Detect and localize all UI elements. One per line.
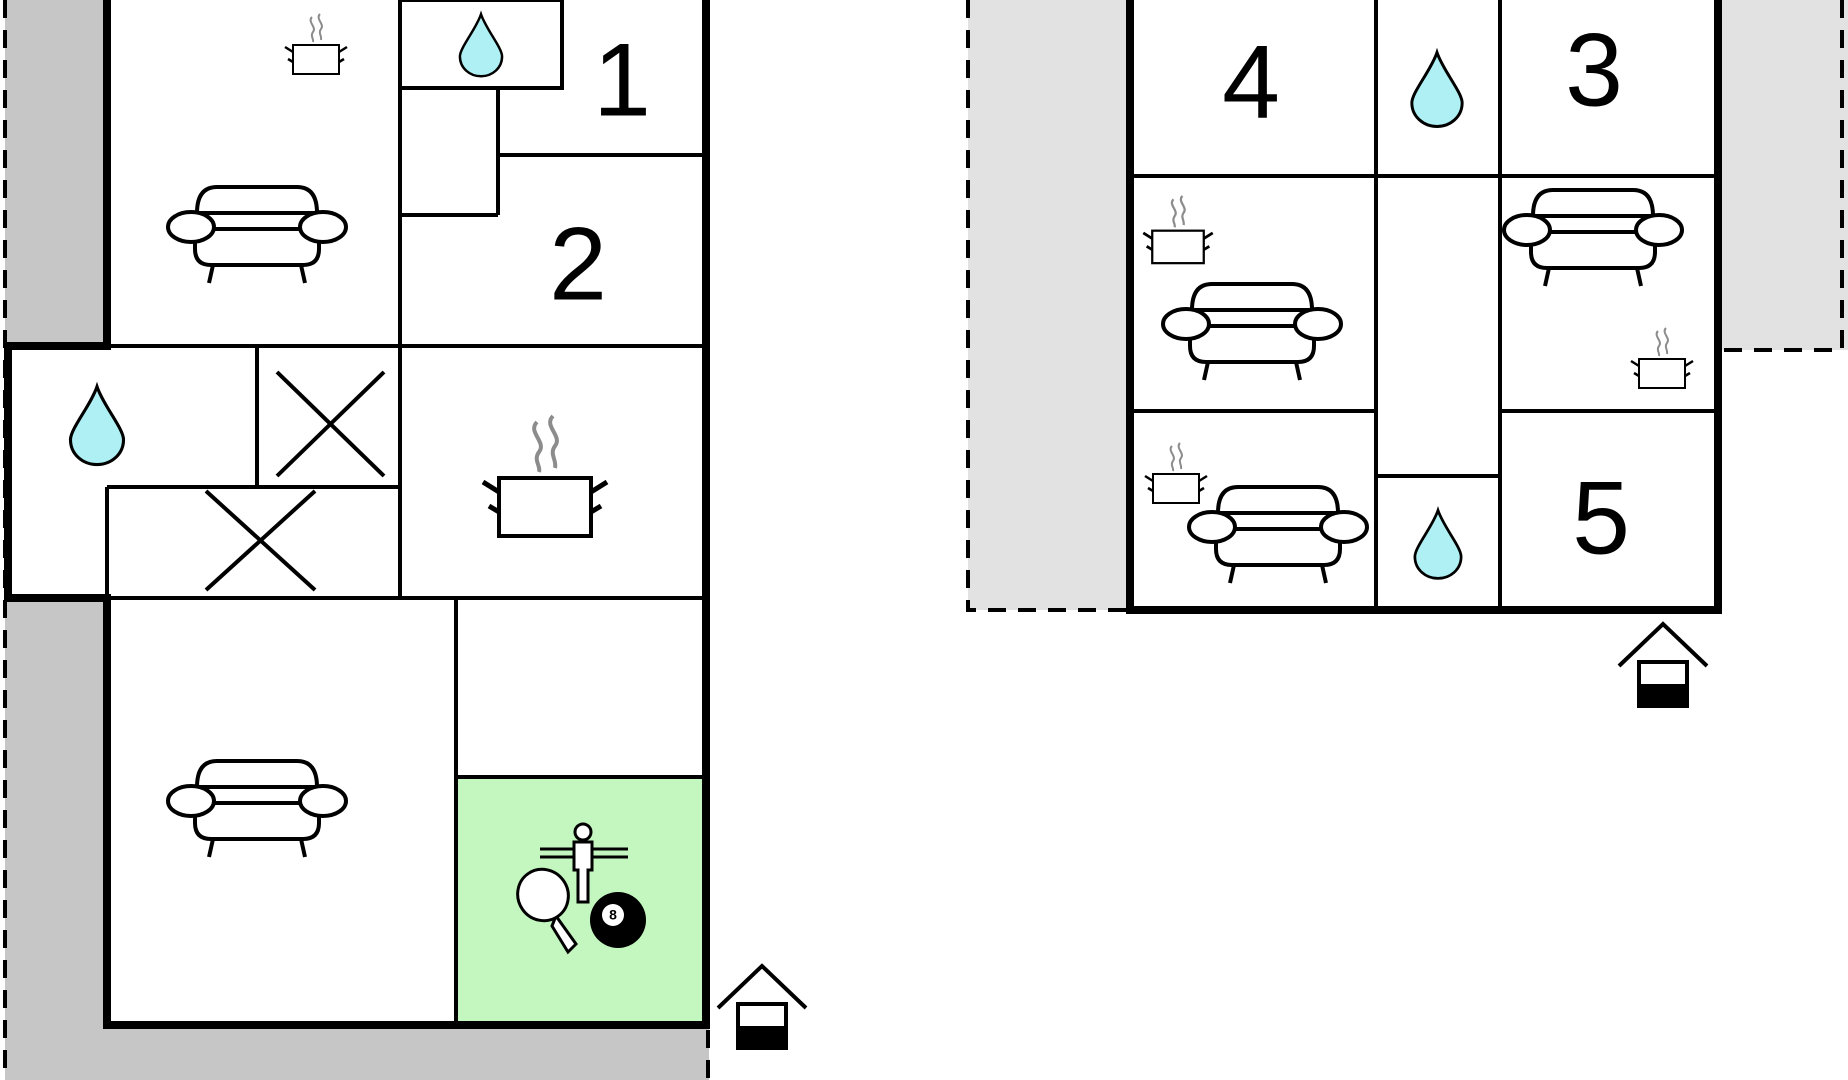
sofa-icon xyxy=(166,759,348,859)
table-tennis-paddle-icon xyxy=(516,867,578,955)
right-building: 4 3 5 xyxy=(1126,0,1722,708)
outside-area-left xyxy=(3,0,710,1080)
closed-area-cross-icon xyxy=(204,489,317,592)
pool-ball-number: 8 xyxy=(609,907,617,923)
entrance-icon xyxy=(1617,622,1709,708)
sofa-icon xyxy=(1187,485,1369,585)
sofa-icon xyxy=(1502,188,1684,288)
table-football-icon xyxy=(540,822,628,904)
water-drop-icon xyxy=(1413,508,1463,580)
outside-area-right xyxy=(966,0,1848,612)
room-number-1: 1 xyxy=(593,22,651,138)
entrance-icon xyxy=(716,964,808,1050)
closed-area-cross-icon xyxy=(275,370,386,478)
room-number-4: 4 xyxy=(1222,24,1280,140)
sofa-icon xyxy=(166,185,348,285)
pool-ball-icon: 8 xyxy=(590,892,646,948)
game-room-icon: 8 xyxy=(516,822,646,955)
room-number-2: 2 xyxy=(549,206,607,322)
water-drop-icon xyxy=(1410,50,1464,128)
kitchen-pot-icon xyxy=(483,416,607,536)
kitchen-pot-icon xyxy=(1141,194,1215,265)
room-number-5: 5 xyxy=(1572,460,1630,576)
room-number-3: 3 xyxy=(1565,12,1623,128)
kitchen-pot-icon xyxy=(1143,441,1209,505)
water-drop-icon xyxy=(68,384,126,467)
left-building: 1 2 8 xyxy=(4,0,808,1050)
sofa-icon xyxy=(1161,282,1343,382)
kitchen-pot-icon xyxy=(283,12,349,76)
kitchen-pot-icon xyxy=(1629,326,1695,390)
